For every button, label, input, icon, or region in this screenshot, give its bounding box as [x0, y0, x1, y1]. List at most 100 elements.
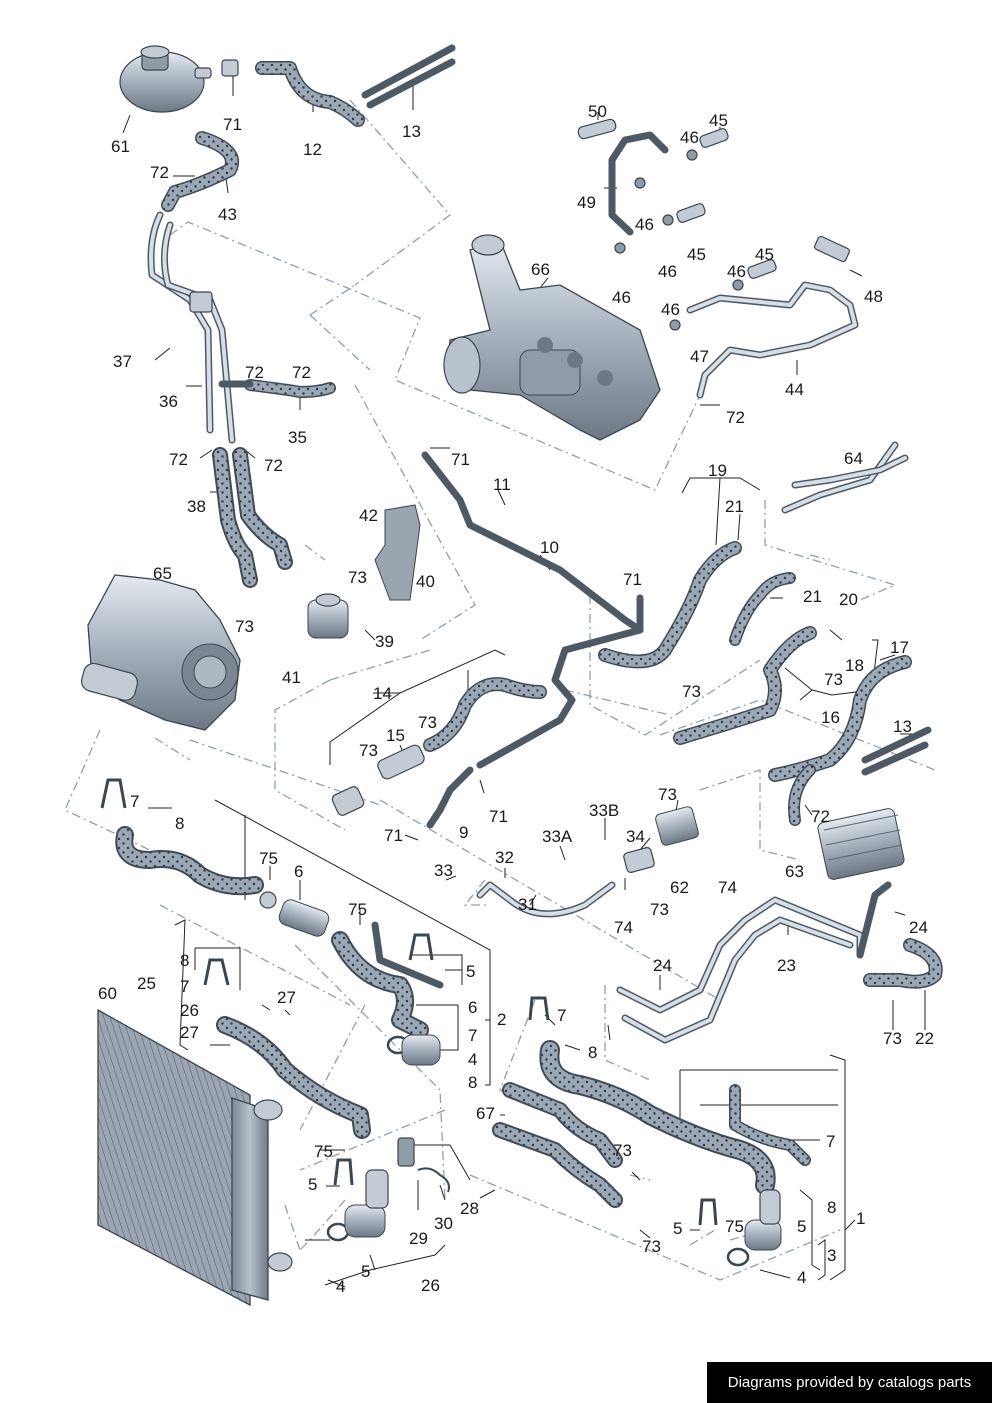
sleeve-50 — [577, 118, 617, 140]
callout-33: 33 — [434, 861, 453, 880]
line-9 — [426, 766, 474, 829]
callout-50: 50 — [588, 102, 607, 121]
callout-75: 75 — [259, 849, 278, 868]
callout-71: 71 — [623, 570, 642, 589]
hose-lower-right — [539, 1040, 811, 1195]
callout-7: 7 — [130, 792, 139, 811]
callout-46: 46 — [658, 262, 677, 281]
callout-18: 18 — [845, 656, 864, 675]
callout-72: 72 — [726, 408, 745, 427]
callout-67: 67 — [476, 1104, 495, 1123]
callout-46: 46 — [635, 215, 654, 234]
callout-12: 12 — [303, 140, 322, 159]
callout-7: 7 — [468, 1026, 477, 1045]
callout-7: 7 — [180, 977, 189, 996]
sensor-28-30 — [397, 1137, 450, 1193]
hose-16 — [673, 626, 817, 745]
water-pump-65 — [80, 574, 241, 731]
callout-72: 72 — [292, 363, 311, 382]
callout-3: 3 — [827, 1246, 836, 1265]
callout-15: 15 — [386, 726, 405, 745]
clamp-71-top — [221, 59, 239, 77]
thermostat-39 — [307, 593, 349, 639]
callout-72: 72 — [150, 163, 169, 182]
callout-75: 75 — [725, 1217, 744, 1236]
hose-21 — [598, 541, 796, 669]
callout-26: 26 — [180, 1001, 199, 1020]
callout-61: 61 — [111, 137, 130, 156]
callout-5: 5 — [308, 1175, 317, 1194]
coolant-pipe-36 — [147, 211, 236, 444]
callout-23: 23 — [777, 956, 796, 975]
sensor-62-block — [623, 806, 699, 873]
callout-74: 74 — [718, 878, 737, 897]
callout-73: 73 — [348, 568, 367, 587]
callout-8: 8 — [180, 951, 189, 970]
callout-5: 5 — [466, 962, 475, 981]
callout-45: 45 — [687, 245, 706, 264]
hose-22 — [863, 938, 943, 989]
hose-2 — [331, 921, 444, 1039]
callout-73: 73 — [682, 682, 701, 701]
callout-20: 20 — [839, 590, 858, 609]
connector-48 — [814, 235, 850, 263]
callout-9: 9 — [459, 823, 468, 842]
callout-37: 37 — [113, 352, 132, 371]
callout-64: 64 — [844, 449, 863, 468]
callout-7: 7 — [826, 1132, 835, 1151]
callout-33B: 33B — [589, 801, 619, 820]
elbow-5-right — [744, 1189, 782, 1251]
callout-47: 47 — [690, 347, 709, 366]
callout-73: 73 — [418, 713, 437, 732]
callout-8: 8 — [175, 814, 184, 833]
callout-48: 48 — [864, 287, 883, 306]
callout-31: 31 — [518, 895, 537, 914]
callout-71: 71 — [451, 450, 470, 469]
callout-22: 22 — [915, 1029, 934, 1048]
callout-labels: 61 71 12 13 72 43 50 45 46 49 46 45 46 6… — [98, 102, 934, 1296]
callout-35: 35 — [288, 428, 307, 447]
turbocharger-manifold-66 — [443, 234, 661, 441]
callout-33A: 33A — [542, 827, 573, 846]
hose-67 — [492, 1082, 623, 1208]
callout-38: 38 — [187, 497, 206, 516]
callout-10: 10 — [540, 538, 559, 557]
credit-banner: Diagrams provided by catalogs parts — [707, 1362, 992, 1403]
callout-4: 4 — [468, 1050, 477, 1069]
callout-8: 8 — [588, 1043, 597, 1062]
callout-75: 75 — [348, 900, 367, 919]
callout-72: 72 — [245, 363, 264, 382]
callout-72: 72 — [811, 807, 830, 826]
valve-15 — [331, 744, 425, 816]
callout-45: 45 — [755, 245, 774, 264]
callout-62: 62 — [670, 878, 689, 897]
callout-44: 44 — [785, 380, 804, 399]
callout-63: 63 — [785, 862, 804, 881]
line-44 — [686, 281, 859, 399]
radiator-60 — [97, 1008, 293, 1307]
line-49 — [608, 131, 669, 236]
callout-11: 11 — [493, 475, 511, 494]
callout-5: 5 — [361, 1262, 370, 1281]
callout-17: 17 — [890, 638, 909, 657]
callout-41: 41 — [282, 668, 301, 687]
callout-73: 73 — [658, 785, 677, 804]
callout-24: 24 — [909, 918, 928, 937]
hose-26 — [216, 1016, 371, 1139]
callout-72: 72 — [169, 450, 188, 469]
callout-40: 40 — [416, 572, 435, 591]
callout-39: 39 — [375, 632, 394, 651]
hose-14 — [423, 677, 547, 752]
oil-cooler-63 — [817, 808, 905, 880]
callout-6: 6 — [294, 862, 303, 881]
callout-21: 21 — [725, 497, 744, 516]
callout-75: 75 — [314, 1142, 333, 1161]
coolant-pipe-10 — [421, 451, 644, 769]
callout-36: 36 — [159, 392, 178, 411]
pipe-23 — [616, 881, 892, 1044]
callout-46: 46 — [612, 288, 631, 307]
callout-46: 46 — [680, 128, 699, 147]
callout-27: 27 — [180, 1023, 199, 1042]
hose-38 — [212, 447, 293, 588]
